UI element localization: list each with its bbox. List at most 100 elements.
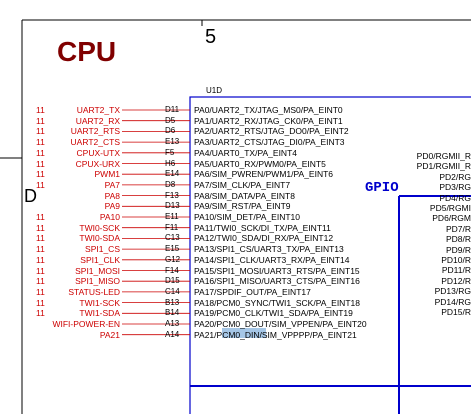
net-label: PA7 bbox=[104, 179, 120, 190]
net-label: SPI1_MISO bbox=[75, 276, 120, 287]
sheet-ref: 11 bbox=[36, 265, 45, 276]
pin-number: F14 bbox=[165, 265, 179, 275]
sheet-ref: 11 bbox=[36, 244, 45, 255]
pin-function: PA14/SPI1_CLK/UART3_RX/PA_EINT14 bbox=[194, 254, 350, 265]
pin-number: H6 bbox=[165, 158, 176, 168]
pin-function: PA16/SPI1_MISO/UART3_CTS/PA_EINT16 bbox=[194, 276, 360, 287]
sheet-number: 5 bbox=[205, 26, 217, 48]
net-label: UART2_RX bbox=[75, 115, 120, 126]
part-reference: U1D bbox=[206, 86, 223, 95]
section-title: CPU bbox=[57, 36, 117, 67]
net-label: PA9 bbox=[104, 201, 120, 212]
pin-function: PA1/UART2_RX/JTAG_CK0/PA_EINT1 bbox=[194, 115, 343, 126]
pin-function: PA18/PCM0_SYNC/TWI1_SCK/PA_EINT18 bbox=[194, 297, 360, 308]
pin-function: PA7/SIM_CLK/PA_EINT7 bbox=[194, 179, 291, 190]
net-label: WIFI-POWER-EN bbox=[52, 319, 120, 329]
ic-body bbox=[189, 96, 471, 414]
sheet-ref: 11 bbox=[36, 297, 45, 308]
sheet-ref: 11 bbox=[36, 179, 45, 190]
net-label: STATUS-LED bbox=[68, 286, 120, 297]
pin-number: B13 bbox=[165, 297, 180, 307]
right-pin-function: PD3/RG bbox=[439, 182, 471, 193]
net-label: SPI1_CLK bbox=[80, 254, 120, 265]
pin-function: PA13/SPI1_CS/UART3_TX/PA_EINT13 bbox=[194, 244, 344, 255]
net-label: PWM1 bbox=[94, 169, 121, 180]
pin-lines bbox=[122, 109, 190, 336]
pin-number: A13 bbox=[165, 319, 180, 328]
sheet-ref: 11 bbox=[36, 286, 45, 297]
pin-number: F13 bbox=[165, 190, 179, 200]
net-label: TWI0-SCK bbox=[79, 222, 120, 233]
right-pin-function: PD4/RG bbox=[439, 192, 471, 203]
net-label: UART2_CTS bbox=[70, 137, 120, 148]
right-pin-function: PD6/RGM bbox=[432, 213, 471, 224]
right-pin-function: PD5/RGMI bbox=[429, 203, 471, 213]
sheet-ref: 11 bbox=[36, 222, 45, 233]
pin-function: PA10/SIM_DET/PA_EINT10 bbox=[194, 212, 300, 222]
right-pin-function: PD0/RGMII_R bbox=[416, 151, 471, 161]
pin-function: PA20/PCM0_DOUT/SIM_VPPEN/PA_EINT20 bbox=[194, 319, 367, 329]
pin-function: PA12/TWI0_SDA/DI_RX/PA_EINT12 bbox=[194, 233, 334, 244]
pin-function: PA15/SPI1_MOSI/UART3_RTS/PA_EINT15 bbox=[194, 265, 360, 276]
pin-number: D6 bbox=[165, 126, 176, 136]
sheet-ref: 11 bbox=[36, 212, 45, 222]
right-pin-function: PD9/R bbox=[445, 244, 471, 255]
pin-number: E11 bbox=[165, 212, 179, 221]
sheet-ref: 11 bbox=[36, 126, 45, 137]
sheet-ref: 11 bbox=[36, 105, 45, 115]
right-pin-function: PD2/RG bbox=[439, 171, 471, 182]
sheet-ref: 11 bbox=[36, 276, 45, 287]
pin-function: PA9/SIM_RST/PA_EINT9 bbox=[194, 201, 291, 212]
right-pin-function: PD13/RG bbox=[434, 286, 471, 297]
pin-function: PA3/UART2_CTS/JTAG_DI0/PA_EINT3 bbox=[194, 137, 345, 148]
right-pin-function: PD15/R bbox=[441, 307, 471, 317]
right-pin-function: PD12/R bbox=[441, 275, 471, 286]
pin-function: PA8/SIM_DATA/PA_EINT8 bbox=[194, 190, 295, 201]
sheet-ref: 11 bbox=[36, 169, 45, 180]
pin-number: A14 bbox=[165, 329, 180, 339]
net-label: UART2_RTS bbox=[70, 126, 120, 137]
right-pin-function: PD10/R bbox=[441, 255, 471, 265]
gpio-block-label: GPIO bbox=[365, 180, 399, 196]
net-label: PA21 bbox=[99, 329, 120, 340]
sheet-ref: 11 bbox=[36, 137, 45, 148]
pin-number: E14 bbox=[165, 169, 180, 179]
pin-function: PA17/SPDIF_OUT/PA_EINT17 bbox=[194, 286, 311, 297]
net-label: CPUX-URX bbox=[75, 158, 120, 169]
net-label: SPI1_MOSI bbox=[75, 265, 120, 276]
right-pin-function: PD8/R bbox=[445, 234, 471, 245]
sheet-ref: 11 bbox=[36, 233, 45, 244]
pin-number: D5 bbox=[165, 115, 176, 125]
net-label: TWI1-SDA bbox=[79, 308, 120, 319]
pin-number: D13 bbox=[165, 201, 180, 211]
pin-function: PA4/UART0_TX/PA_EINT4 bbox=[194, 147, 297, 158]
pin-number: F5 bbox=[165, 147, 175, 157]
pin-number: D11 bbox=[165, 105, 180, 114]
pin-function: PA11/TWI0_SCK/DI_TX/PA_EINT11 bbox=[194, 222, 331, 233]
right-pin-function: PD7/R bbox=[445, 223, 471, 234]
pin-function: PA5/UART0_RX/PWM0/PA_EINT5 bbox=[194, 158, 326, 169]
right-pin-function: PD14/RG bbox=[434, 296, 471, 307]
pin-function: PA0/UART2_TX/JTAG_MS0/PA_EINT0 bbox=[194, 105, 343, 115]
pin-number: D8 bbox=[165, 179, 176, 189]
zone-marker: D bbox=[24, 186, 37, 206]
net-label: PA10 bbox=[99, 212, 120, 222]
sheet-ref: 11 bbox=[36, 158, 45, 169]
net-label: CPUX-UTX bbox=[76, 147, 120, 158]
pin-number: F11 bbox=[165, 222, 179, 232]
pin-function: PA6/SIM_PWREN/PWM1/PA_EINT6 bbox=[194, 169, 334, 180]
net-label: UART2_TX bbox=[76, 105, 120, 115]
pin-number: G12 bbox=[165, 254, 181, 264]
pin-function: PA19/PCM0_CLK/TWI1_SDA/PA_EINT19 bbox=[194, 308, 353, 319]
sheet-ref: 11 bbox=[36, 254, 45, 265]
sheet-ref: 11 bbox=[36, 115, 45, 126]
pin-number: B14 bbox=[165, 308, 180, 318]
net-label: TWI0-SDA bbox=[79, 233, 120, 244]
pin-number: C13 bbox=[165, 233, 180, 243]
pin-number: D15 bbox=[165, 276, 180, 286]
net-label: TWI1-SCK bbox=[79, 297, 120, 308]
pin-function: PA21/PCM0_DIN/SIM_VPPPP/PA_EINT21 bbox=[194, 329, 357, 340]
net-label: SPI1_CS bbox=[85, 244, 120, 255]
pin-number: E15 bbox=[165, 244, 180, 254]
